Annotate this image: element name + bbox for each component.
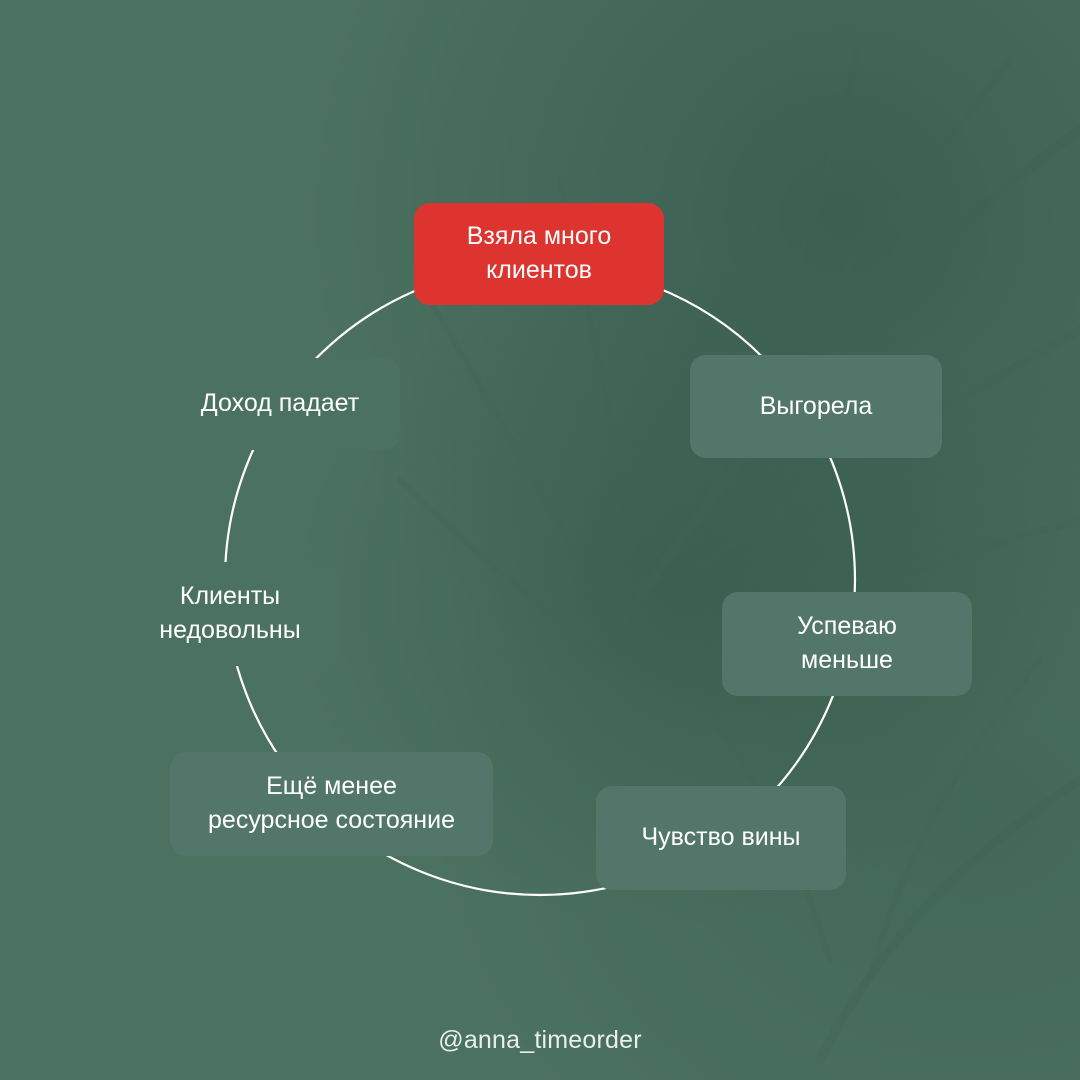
cycle-node-label: Ещё менее ресурсное состояние — [208, 772, 455, 834]
cycle-node-burned-out: Выгорела — [690, 355, 942, 458]
cycle-node-label: Клиенты недовольны — [159, 582, 301, 644]
cycle-node-label: Чувство вины — [641, 823, 801, 852]
cycle-node-label: Доход падает — [200, 389, 360, 418]
cycle-node-clients-unhappy: Клиенты недовольны — [120, 562, 340, 666]
author-signature: @anna_timeorder — [438, 1026, 642, 1054]
cycle-node-label: Выгорела — [759, 391, 873, 420]
cycle-node-income-falls: Доход падает — [160, 358, 400, 450]
cycle-node-manage-less: Успеваю меньше — [722, 592, 972, 696]
cycle-node-label: Успеваю меньше — [797, 612, 897, 674]
cycle-node-took-many-clients: Взяла много клиентов — [414, 203, 664, 305]
cycle-node-guilt: Чувство вины — [596, 786, 846, 890]
cycle-node-even-less-resourceful: Ещё менее ресурсное состояние — [170, 752, 493, 856]
cycle-node-label: Взяла много клиентов — [466, 222, 612, 284]
